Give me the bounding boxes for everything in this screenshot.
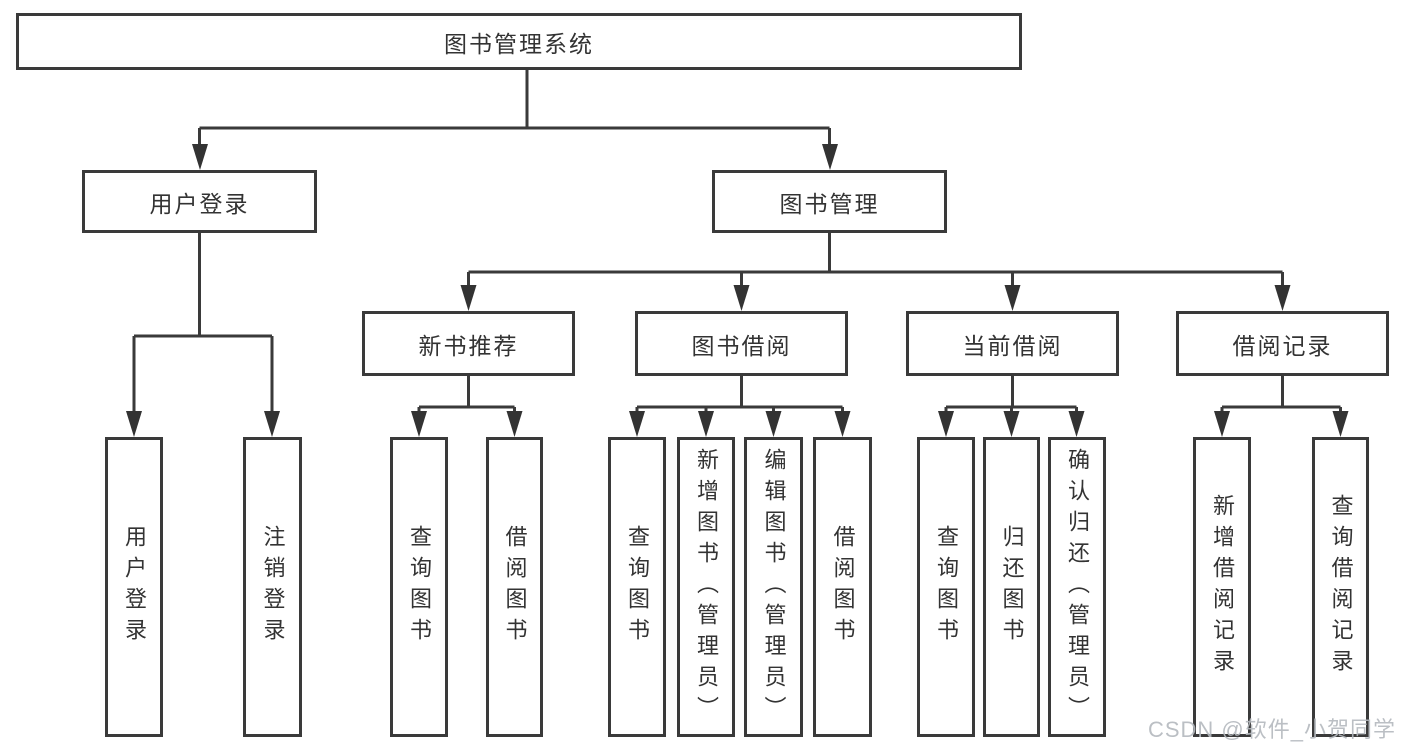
arrowhead-icon: [938, 411, 954, 437]
node-leaf-borrowing-add-books-admin: 新增图书（管理员）: [677, 437, 735, 737]
node-leaf-borrowing-edit-books-admin: 编辑图书（管理员）: [744, 437, 803, 737]
arrowhead-icon: [629, 411, 645, 437]
node-label: 查询图书: [934, 525, 959, 649]
arrowhead-icon: [1274, 285, 1291, 311]
arrowhead-icon: [765, 411, 782, 437]
arrowhead-icon: [506, 411, 523, 437]
node-leaf-current-query-books: 查询图书: [917, 437, 975, 737]
node-label: 新增图书（管理员）: [694, 447, 719, 727]
arrowhead-icon: [1003, 411, 1020, 437]
node-current-borrowing: 当前借阅: [906, 311, 1119, 376]
arrowhead-icon: [1004, 285, 1021, 311]
arrowhead-icon: [1068, 411, 1085, 437]
node-leaf-record-query: 查询借阅记录: [1312, 437, 1369, 737]
node-label: 查询图书: [407, 525, 432, 649]
node-label: 当前借阅: [962, 332, 1063, 359]
node-leaf-current-confirm-return-admin: 确认归还（管理员）: [1048, 437, 1106, 737]
node-leaf-logout: 注销登录: [243, 437, 302, 737]
node-label: 编辑图书（管理员）: [761, 447, 787, 727]
node-label: 新书推荐: [418, 332, 519, 359]
node-new-book-recommend: 新书推荐: [362, 311, 575, 376]
node-label: 图书借阅: [691, 332, 792, 359]
connector-path: [132, 69, 1342, 413]
node-leaf-user-login: 用户登录: [105, 437, 163, 737]
node-label: 注销登录: [260, 525, 286, 649]
arrowhead-icon: [411, 411, 427, 437]
arrowhead-icon: [460, 285, 477, 311]
arrowhead-icon: [822, 144, 838, 170]
node-label: 用户登录: [122, 525, 147, 649]
node-label: 归还图书: [999, 525, 1025, 649]
arrowhead-icon: [1332, 411, 1349, 437]
node-label: 借阅图书: [830, 525, 856, 649]
node-leaf-record-add: 新增借阅记录: [1193, 437, 1251, 737]
node-label: 确认归还（管理员）: [1065, 447, 1090, 727]
csdn-watermark: CSDN @软件_小贺同学: [1147, 717, 1396, 742]
node-label: 图书管理: [779, 190, 880, 217]
node-leaf-borrowing-borrow-books: 借阅图书: [813, 437, 872, 737]
node-label: 用户登录: [149, 190, 250, 217]
node-leaf-recommend-query-books: 查询图书: [390, 437, 448, 737]
arrowhead-icon: [264, 411, 280, 437]
arrowhead-icon: [126, 411, 142, 437]
arrowhead-icon: [834, 411, 851, 437]
node-label: 查询图书: [625, 525, 650, 649]
node-user-login: 用户登录: [82, 170, 317, 233]
node-label: 查询借阅记录: [1328, 494, 1354, 680]
arrowhead-icon: [733, 285, 750, 311]
node-leaf-borrowing-query-books: 查询图书: [608, 437, 666, 737]
node-label: 图书管理系统: [444, 30, 594, 57]
node-library-management-system: 图书管理系统: [16, 13, 1022, 70]
arrowhead-icon: [1214, 411, 1230, 437]
node-book-borrowing: 图书借阅: [635, 311, 848, 376]
node-borrowing-records: 借阅记录: [1176, 311, 1389, 376]
node-book-management: 图书管理: [712, 170, 947, 233]
arrowhead-icon: [698, 411, 714, 437]
node-label: 借阅图书: [502, 525, 528, 649]
node-label: 借阅记录: [1232, 332, 1333, 359]
node-leaf-recommend-borrow-books: 借阅图书: [486, 437, 543, 737]
node-label: 新增借阅记录: [1210, 494, 1235, 680]
arrowhead-icon: [192, 144, 208, 170]
node-leaf-current-return-books: 归还图书: [983, 437, 1040, 737]
